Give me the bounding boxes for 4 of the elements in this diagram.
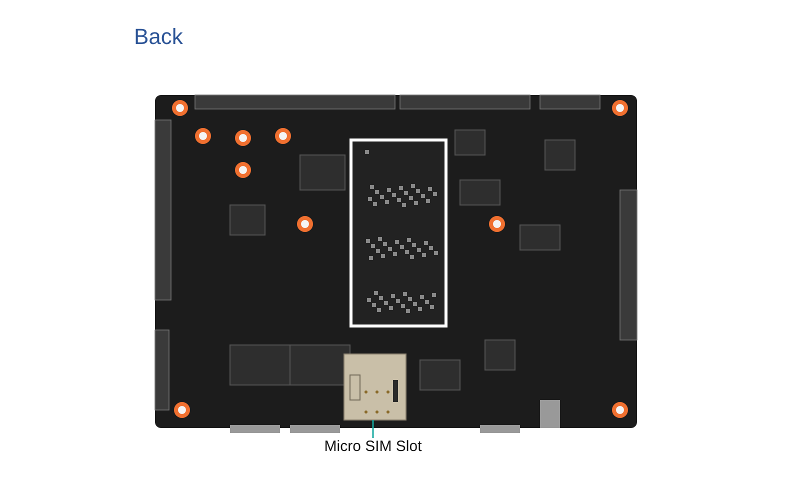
sim-card-slot (344, 354, 406, 420)
leader-line (372, 420, 374, 438)
view-label: Back (134, 24, 183, 50)
callout-label: Micro SIM Slot (324, 438, 422, 455)
